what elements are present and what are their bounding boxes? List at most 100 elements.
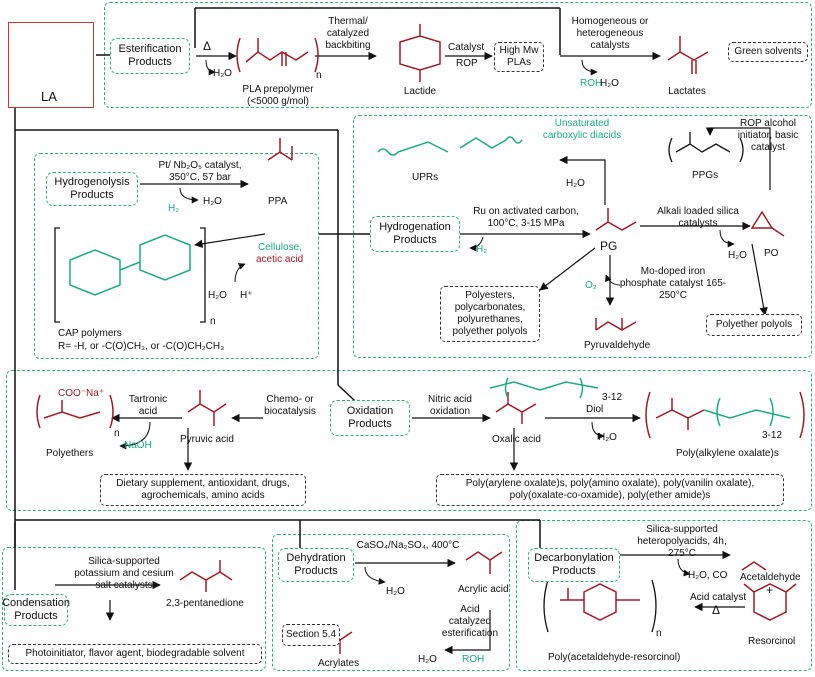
po-structure <box>750 210 785 237</box>
diol-range: 3-12 <box>602 392 623 403</box>
oxalic-acid-label: Oxalic acid <box>492 434 541 445</box>
ppa-label: PPA <box>268 196 288 207</box>
polyether-n: n <box>114 428 120 439</box>
esterification-title: Esterification Products <box>118 43 182 68</box>
pg-products-box: Polyesters, polycarbonates, polyurethane… <box>440 286 540 342</box>
oxidation-region <box>6 370 812 511</box>
oxalate-uses-box: Poly(arylene oxalate)s, poly(amino oxala… <box>436 474 784 506</box>
pyruvaldehyde-structure <box>595 318 637 331</box>
high-mw-plas-box: High Mw PLAs <box>494 42 544 72</box>
section-box: Section 5.4 <box>282 624 340 646</box>
acetic-acid-label: acetic acid <box>256 254 304 265</box>
diol-structure <box>489 377 599 399</box>
green-solvents-box: Green solvents <box>728 42 808 62</box>
dehydration-products-node: Dehydration Products <box>278 548 354 582</box>
decarbonylation-byproducts: H₂O, CO <box>688 570 728 581</box>
cap-water: H₂O <box>208 290 227 301</box>
acrylic-acid-structure <box>465 551 503 574</box>
hydrogenolysis-products-node: Hydrogenolysis Products <box>46 172 138 206</box>
condensation-catalyst: Silica-supported potassium and cesium sa… <box>74 556 174 591</box>
condensation-region <box>2 547 266 671</box>
rop-conditions: ROP alcohol initiator, basic catalyst <box>737 118 799 153</box>
hydrogenation-region <box>353 115 812 358</box>
esterification-heat-symbol: Δ <box>203 39 212 53</box>
lactic-acid-hub <box>8 22 94 108</box>
decarbonylation-title: Decarbonylation Products <box>534 552 614 577</box>
arrow-rop-ppg <box>705 127 771 190</box>
chemo-biocatalysis: Chemo- or biocatalysis <box>264 394 316 417</box>
curve-h2o-ester <box>205 59 216 76</box>
arrow-acrylates <box>444 610 491 655</box>
pg-label: PG <box>600 239 618 253</box>
unsaturated-diacids: Unsaturated carboxylic diacids <box>542 118 622 141</box>
hydrogenation-h2: H₂ <box>476 244 488 255</box>
condensation-uses-label: Photoinitiator, flavor agent, biodegrada… <box>25 648 245 659</box>
oxalic-acid-structure <box>495 392 537 424</box>
polyether-structure <box>36 394 114 429</box>
pentanedione-label: 2,3-pentanedione <box>166 598 244 609</box>
hydrogenolysis-catalyst: Pt/ Nb₂O₅ catalyst, 350°C, 57 bar <box>158 160 242 183</box>
decarbonylation-region <box>516 520 812 671</box>
oxalate-uses-label: Poly(arylene oxalate)s, poly(amino oxala… <box>465 478 755 501</box>
condensation-uses-box: Photoinitiator, flavor agent, biodegrada… <box>8 644 262 664</box>
decarbonylation-heat-symbol: Δ <box>712 603 721 617</box>
acrylates-water: H₂O <box>418 654 437 665</box>
naoh-label: NaOH <box>124 440 152 451</box>
la-label: LA <box>41 89 57 104</box>
hydrogenolysis-region <box>34 153 319 359</box>
ppgs-label: PPGs <box>692 170 719 181</box>
prepolymer-n: n <box>316 70 322 81</box>
arrow-pg-polyesters <box>539 247 596 291</box>
cap-n: n <box>210 316 216 327</box>
green-solvents-label: Green solvents <box>734 46 802 57</box>
backbiting-label: Thermal/ catalyzed backbiting <box>325 16 371 51</box>
cap-polymer-structure <box>69 234 191 296</box>
ppg-structure <box>668 132 744 163</box>
esterification-water: H₂O <box>213 68 232 79</box>
lactates-water: H₂O <box>600 78 619 89</box>
lactate-structure <box>667 36 709 74</box>
pyruvic-acid-label: Pyruvic acid <box>180 434 234 445</box>
poly-alkylene-oxalate-structure <box>645 391 805 439</box>
pla-prepolymer-structure <box>236 37 319 73</box>
po-label: PO <box>764 248 779 259</box>
dehydration-region <box>272 534 510 671</box>
acrylic-acid-label: Acrylic acid <box>458 584 509 595</box>
plus-sign: + <box>766 583 774 597</box>
pyruvic-acid-structure <box>187 390 227 426</box>
hydrogenation-conditions: Ru on activated carbon, 100°C, 3-15 MPa <box>473 206 579 229</box>
pyruvic-uses-label: Dietary supplement, antioxidant, drugs, … <box>116 478 290 501</box>
arrow-polyether-polyols <box>751 243 768 316</box>
decarbonylation-products-node: Decarbonylation Products <box>528 548 620 582</box>
pg-products-label: Polyesters, polycarbonates, polyurethane… <box>452 290 528 337</box>
resorcinol-structure <box>743 583 797 621</box>
dehydration-water: H₂O <box>386 586 405 597</box>
lactates-label: Lactates <box>668 86 706 97</box>
hydrogenolysis-h2: H₂ <box>168 203 180 214</box>
pyruvic-uses-box: Dietary supplement, antioxidant, drugs, … <box>100 474 306 506</box>
alkali-catalysts: Alkali loaded silica catalysts <box>657 206 739 229</box>
poly-acetaldehyde-resorcinol-structure <box>543 579 657 633</box>
po-water: H₂O <box>728 250 747 261</box>
dehydration-title: Dehydration Products <box>286 552 346 577</box>
lactide-label: Lactide <box>403 86 437 97</box>
roh-reagent: ROH <box>580 78 603 89</box>
catalyst-label: Catalyst <box>448 42 485 53</box>
dehydration-catalyst: CaSO₄/Na₂SO₄, 400°C <box>356 540 460 551</box>
pg-structure <box>595 208 637 231</box>
poly-alkylene-label: Poly(alkylene oxalate)s <box>676 448 779 459</box>
acetaldehyde-label: Acetaldehyde <box>740 572 801 583</box>
esterification-products-node: Esterification Products <box>110 38 190 74</box>
tartronic-acid: Tartronic acid <box>128 394 168 417</box>
acrylates-roh: ROH <box>462 654 485 665</box>
upr-structure <box>377 136 523 156</box>
high-mw-plas-label: High Mw PLAs <box>499 45 539 68</box>
hydrogenation-products-node: Hydrogenation Products <box>370 216 460 252</box>
diol-label: Diol <box>586 404 604 415</box>
acrylates-label: Acrylates <box>318 658 360 669</box>
hydrogenolysis-title: Hydrogenolysis Products <box>54 176 130 201</box>
nitric-acid-oxidation: Nitric acid oxidation <box>428 394 472 417</box>
resorcinol-label: Resorcinol <box>748 636 796 647</box>
poly-acetaldehyde-n: n <box>656 628 662 639</box>
